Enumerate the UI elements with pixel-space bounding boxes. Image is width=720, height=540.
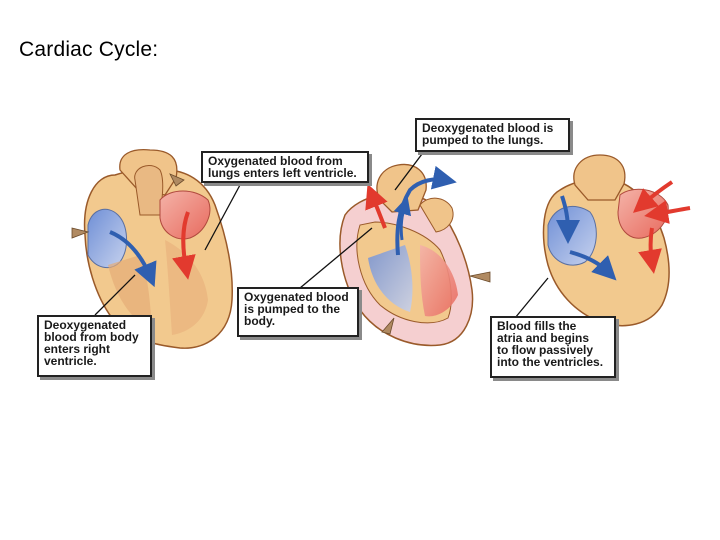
heart-diagram-1: [71, 149, 234, 349]
callout-deoxygenated-enters-right-ventricle: Deoxygenated blood from body enters righ…: [37, 315, 152, 377]
callout-deoxygenated-pumped-to-lungs: Deoxygenated blood is pumped to the lung…: [415, 118, 570, 152]
heart-diagram-2: [339, 163, 491, 347]
callout-blood-fills-atria: Blood fills the atria and begins to flow…: [490, 316, 616, 378]
callout-leaders: [94, 149, 549, 319]
callout-oxygenated-enters-left-ventricle: Oxygenated blood from lungs enters left …: [201, 151, 369, 183]
slide-title: Cardiac Cycle:: [19, 38, 159, 61]
callout-oxygenated-pumped-to-body: Oxygenated blood is pumped to the body.: [237, 287, 359, 337]
heart-diagram-3: [542, 154, 691, 327]
